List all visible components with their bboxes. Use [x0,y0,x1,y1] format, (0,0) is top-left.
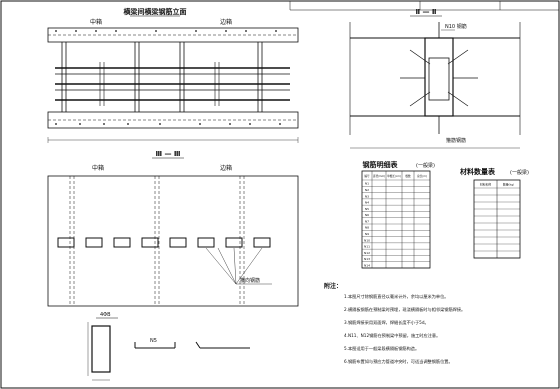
detail-view: 4ΦB N5 [87,312,250,381]
rebar-table-header: 编号 [364,174,370,178]
rebar-table-cell: N11 [364,245,370,249]
material-table-title: 材料数量表 [459,167,496,176]
rebar-table-cell: N10 [364,238,370,242]
elevation-label-right: 边箱 [220,18,232,26]
rebar-table-cell: N6 [365,213,369,217]
rebar-table-cell: N5 [365,207,369,211]
note-line: 1.本图尺寸除钢筋直径以毫米计外，余均以厘米为单位。 [344,293,449,300]
elevation-label-left: 中箱 [90,18,102,26]
rebar-table-header: 根数 [405,174,411,178]
rebar-table-cell: N2 [365,188,369,192]
elevation-view: 横梁间横梁钢筋立面 中箱 边箱 [47,7,299,143]
section-iii-label-right: 边箱 [220,164,232,172]
rebar-table-header: 单根长(cm) [387,174,401,178]
section-ii-callout-bottom: 箍筋钢筋 [446,137,466,144]
note-line: 2.横隔板钢筋在预制梁时预埋，现浇横隔板时与相邻梁钢筋焊接。 [344,306,465,313]
section-ii-view: Ⅱ — Ⅱ N10 钢筋 箍筋钢筋 [349,8,521,149]
material-table-header: 材料名称 [480,183,491,187]
rebar-table-cell: N9 [365,232,369,236]
rebar-table-header: 总长(m) [417,174,427,178]
detail-label-b: N5 [150,338,157,344]
material-table-header: 数量(kg) [503,183,514,187]
rebar-table-cell: N4 [365,201,369,205]
rebar-table-cell: N13 [364,257,370,261]
rebar-table-subtitle: (一般梁) [416,162,435,169]
note-line: 6.钢筋布置如与预应力管道冲突时，可适当调整钢筋位置。 [344,358,453,365]
rebar-table-cell: N1 [365,182,369,186]
rebar-table-cell: N3 [365,194,369,198]
rebar-table: 钢筋明细表 (一般梁) 编号直径(mm)单根长(cm) 根数 总长(m) N1N2N… [361,160,435,269]
section-iii-callout: 横向钢筋 [240,277,260,284]
rebar-table-cell: N7 [365,219,369,223]
section-iii-label-left: 中箱 [92,164,104,172]
material-table: 材料数量表 (一般梁) 材料名称 数量(kg) [459,167,529,259]
rebar-table-title: 钢筋明细表 [363,160,399,169]
title-block [289,1,559,11]
note-line: 3.钢筋焊接采用双面焊，焊缝长度不小于5d。 [344,319,429,326]
note-line: 4.N11、N12钢筋在预制梁中预留，施工时应注意。 [344,332,440,339]
elevation-title: 横梁间横梁钢筋立面 [124,7,187,16]
material-table-subtitle: (一般梁) [510,169,529,176]
notes-block: 附注： 1.本图尺寸除钢筋直径以毫米计外，余均以厘米为单位。 2.横隔板钢筋在预制… [324,282,465,365]
detail-label-a: 4ΦB [100,312,111,318]
rebar-table-cell: N12 [364,251,370,255]
rebar-table-cell: N14 [364,263,370,267]
section-ii-title: Ⅱ — Ⅱ [415,8,436,16]
rebar-table-cell: N8 [365,226,369,230]
notes-heading: 附注： [324,282,342,290]
note-line: 5.本图适用于一般梁段横隔板钢筋构造。 [344,345,419,352]
section-iii-view: Ⅲ — Ⅲ 中箱 边箱 横向钢筋 [47,150,299,307]
rebar-table-header: 直径(mm) [373,174,385,178]
section-iii-title: Ⅲ — Ⅲ [155,150,180,158]
section-ii-callout-top: N10 钢筋 [445,23,467,30]
